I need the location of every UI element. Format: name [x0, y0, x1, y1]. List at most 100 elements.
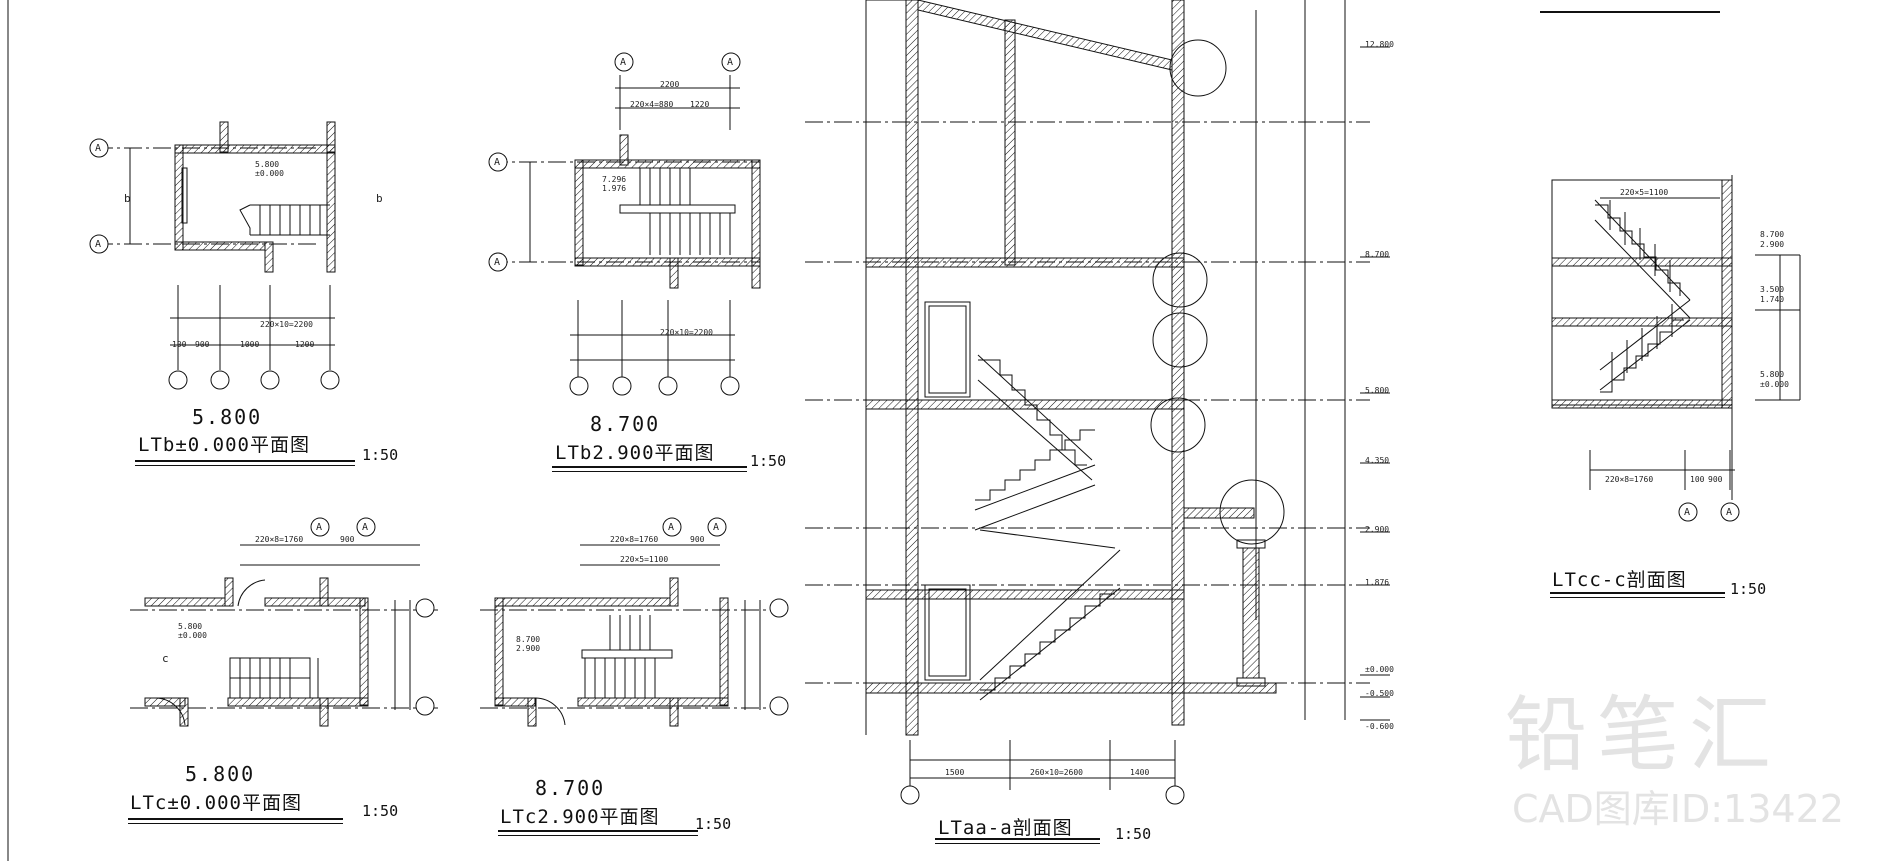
- dim-ltb0-b: 900: [195, 340, 210, 349]
- axis-bubble: [488, 252, 508, 272]
- elev-note-ltb2900: 7.296 1.976: [602, 175, 627, 193]
- ltcc-elev-d: 1.740: [1760, 295, 1785, 304]
- title-underline: [128, 823, 343, 824]
- title-underline: [935, 838, 1100, 840]
- dim-ltb2900-top2: 220×4=880: [630, 100, 674, 109]
- title-ltc-0: LTc±0.000平面图: [130, 792, 302, 814]
- scale-ltc-2900: 1:50: [695, 815, 732, 833]
- axis-bubble: [168, 370, 188, 390]
- level-ltc-2900: 8.700: [535, 776, 606, 800]
- axis-bubble: [720, 376, 740, 396]
- section-mark-c: c: [162, 652, 169, 665]
- section-ltcc: [1551, 175, 1801, 522]
- axis-label-a: A: [316, 522, 323, 533]
- section-ltaa: [805, 0, 1390, 805]
- scale-ltcc-section: 1:50: [1730, 580, 1767, 598]
- dim-ltc2900-top: 220×8=1760: [610, 535, 659, 544]
- axis-bubble: [1678, 502, 1698, 522]
- ltcc-elev-e: 5.800: [1760, 370, 1785, 379]
- elev-1876: 1.876: [1365, 578, 1390, 587]
- elev-note-ltc0: 5.800 ±0.000: [178, 622, 207, 640]
- ltcc-dim-a: 220×8=1760: [1605, 475, 1654, 484]
- axis-bubble: [769, 598, 789, 618]
- axis-bubble: [415, 696, 435, 716]
- axis-bubble: [721, 52, 741, 72]
- ltcc-dim-c: 900: [1708, 475, 1723, 484]
- axis-bubble: [415, 598, 435, 618]
- ltcc-elev-f: ±0.000: [1760, 380, 1789, 389]
- axis-bubble: [310, 517, 330, 537]
- dim-ltb0-total: 220×10=2200: [260, 320, 313, 329]
- axis-label-a: A: [727, 57, 734, 68]
- axis-label-a: A: [362, 522, 369, 533]
- dim-ltc0-top: 220×8=1760: [255, 535, 304, 544]
- ltcc-elev-b: 2.900: [1760, 240, 1785, 249]
- axis-bubble: [614, 52, 634, 72]
- title-ltb-0: LTb±0.000平面图: [138, 434, 310, 456]
- elev-0: ±0.000: [1365, 665, 1394, 674]
- ltcc-dim-b: 100: [1690, 475, 1705, 484]
- dim-ltb2900-top3: 1220: [690, 100, 710, 109]
- axis-bubble: [210, 370, 230, 390]
- level-ltc-0: 5.800: [185, 762, 256, 786]
- title-underline: [1550, 597, 1725, 598]
- axis-bubble: [900, 785, 920, 805]
- dim-ltb2900-top: 2200: [660, 80, 680, 89]
- axis-label-a: A: [1726, 507, 1733, 518]
- level-ltb-0: 5.800: [192, 405, 263, 429]
- axis-bubble: [488, 152, 508, 172]
- title-underline: [552, 471, 747, 472]
- axis-bubble: [569, 376, 589, 396]
- section-mark-b: b: [376, 192, 383, 205]
- dim-ltb0-c: 1000: [240, 340, 260, 349]
- plan-ltc-0: [130, 517, 440, 727]
- axis-label-a: A: [620, 57, 627, 68]
- dim-ltaa-c: 1400: [1130, 768, 1150, 777]
- title-underline: [135, 460, 355, 462]
- dim-ltc2900-top3: 900: [690, 535, 705, 544]
- title-underline: [135, 465, 355, 466]
- level-ltb-2900: 8.700: [590, 412, 661, 436]
- axis-bubble: [1165, 785, 1185, 805]
- scale-ltc-0: 1:50: [362, 802, 399, 820]
- axis-bubble: [89, 234, 109, 254]
- elev-5800: 5.800: [1365, 386, 1390, 395]
- axis-bubble: [662, 517, 682, 537]
- scale-ltb-2900: 1:50: [750, 452, 787, 470]
- plan-ltc-2900: [480, 517, 790, 727]
- axis-bubble: [612, 376, 632, 396]
- elev-4350: 4.350: [1365, 456, 1390, 465]
- elev-2900: 2.900: [1365, 525, 1390, 534]
- section-mark-b: b: [124, 192, 131, 205]
- title-ltc-2900: LTc2.900平面图: [500, 806, 660, 828]
- axis-bubble: [320, 370, 340, 390]
- axis-bubble: [1720, 502, 1740, 522]
- axis-label-a: A: [1684, 507, 1691, 518]
- title-underline: [552, 466, 747, 468]
- axis-bubble: [356, 517, 376, 537]
- axis-bubble: [769, 696, 789, 716]
- title-underline: [498, 830, 698, 832]
- elev-note-ltb0: 5.800 ±0.000: [255, 160, 284, 178]
- elev-neg500: -0.500: [1365, 689, 1394, 698]
- axis-bubble: [658, 376, 678, 396]
- axis-label-a: A: [713, 522, 720, 533]
- dim-ltc2900-top2: 220×5=1100: [620, 555, 669, 564]
- axis-label-a: A: [95, 239, 102, 250]
- elev-note-ltc2900: 8.700 2.900: [516, 635, 541, 653]
- dim-ltb0-a: 100: [172, 340, 187, 349]
- title-underline: [498, 835, 698, 836]
- axis-bubble: [707, 517, 727, 537]
- scale-ltaa-section: 1:50: [1115, 825, 1152, 843]
- title-underline: [935, 843, 1100, 844]
- title-underline: [128, 818, 343, 820]
- title-ltcc-section: LTcc-c剖面图: [1552, 569, 1687, 591]
- elev-8700: 8.700: [1365, 250, 1390, 259]
- plan-ltb-0: [89, 121, 340, 390]
- plan-ltb-2900: [488, 52, 761, 396]
- axis-label-a: A: [494, 157, 501, 168]
- axis-bubble: [89, 138, 109, 158]
- ltcc-dim-top: 220×5=1100: [1620, 188, 1669, 197]
- dim-ltb0-d: 1200: [295, 340, 315, 349]
